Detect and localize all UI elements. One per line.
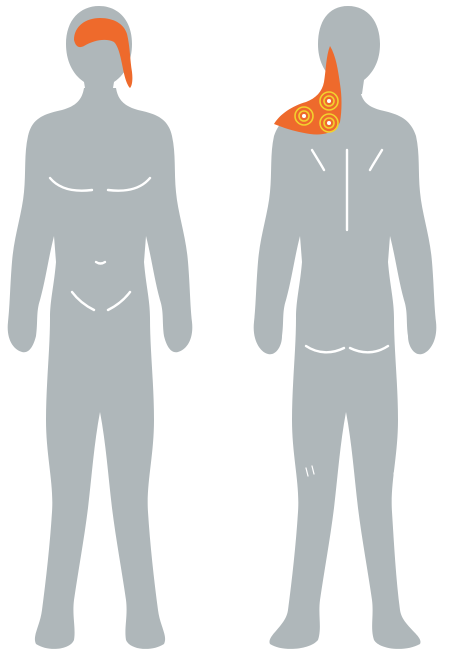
trigger-point-lower — [320, 114, 338, 132]
front-body-figure — [8, 6, 193, 649]
front-torso — [8, 88, 193, 649]
trigger-point-upper — [320, 92, 338, 110]
back-torso — [254, 90, 437, 649]
trigger-point-left — [295, 107, 313, 125]
back-knee-line-right — [394, 466, 402, 476]
back-body-figure — [254, 6, 437, 649]
